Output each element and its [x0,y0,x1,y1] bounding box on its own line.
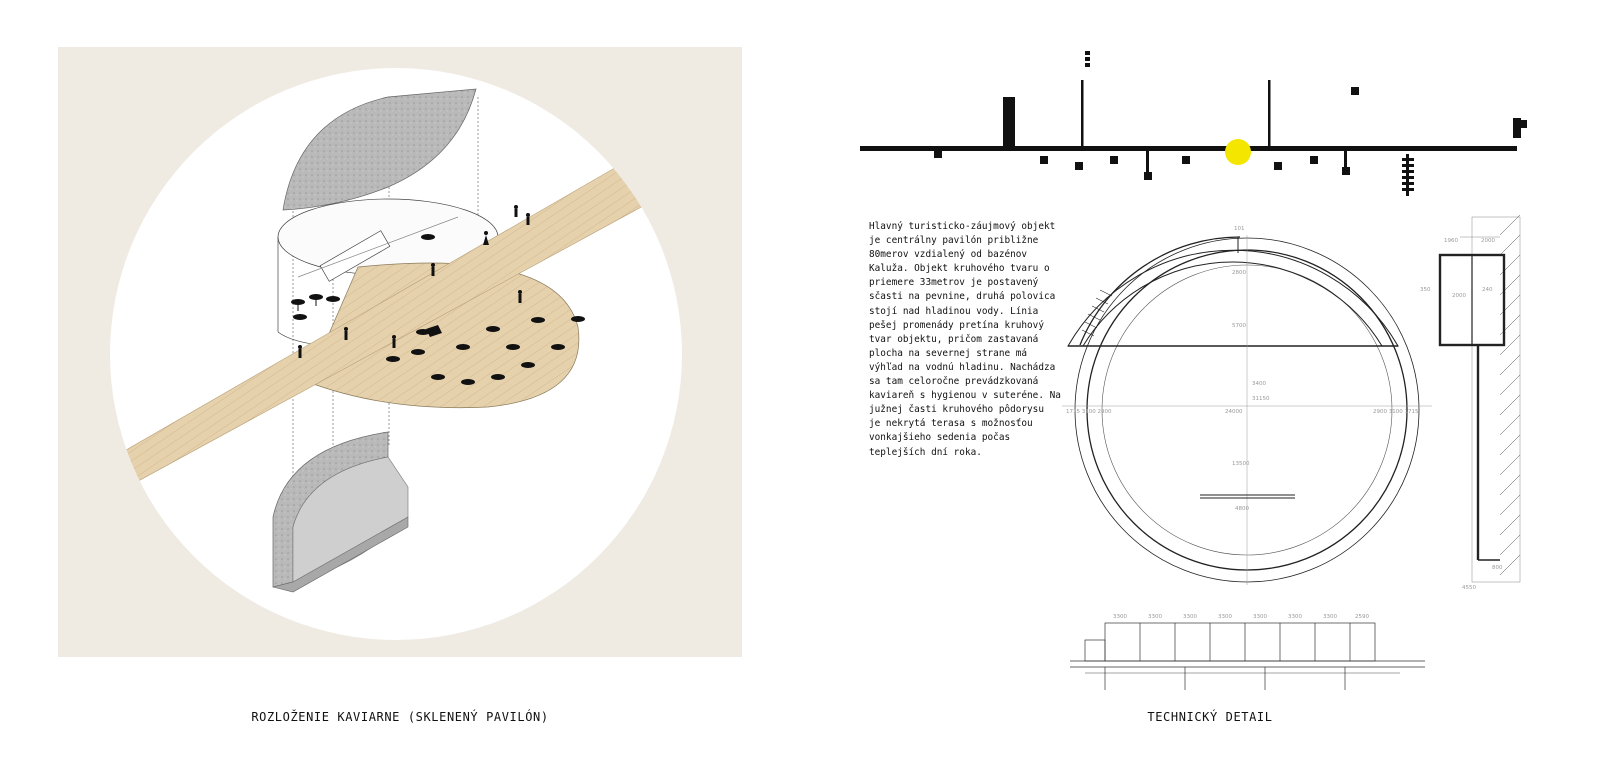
svg-text:31150: 31150 [1252,396,1270,402]
cafe-table [491,374,505,380]
svg-text:2000: 2000 [1481,238,1495,244]
svg-text:2000: 2000 [1452,293,1466,299]
svg-text:1715 3100 2900: 1715 3100 2900 [1066,409,1112,415]
svg-text:24000: 24000 [1225,409,1243,415]
svg-text:3300: 3300 [1323,614,1337,620]
person-silhouette [483,231,489,245]
wall-detail [1438,214,1521,583]
caption-layout: ROZLOŽENIE KAVIARNE (SKLENENÝ PAVILÓN) [251,710,549,724]
svg-text:5700: 5700 [1232,323,1246,329]
cafe-table [521,362,535,368]
cafe-table [411,349,425,355]
svg-text:3300: 3300 [1148,614,1162,620]
svg-text:3400: 3400 [1252,381,1266,387]
description-line: južnej časti kruhového pôdorysu [869,404,1044,416]
description-line: priemere 33metrov je postavený [869,277,1039,289]
cafe-table [571,316,585,322]
axonometric-drawing [110,68,682,640]
svg-text:101: 101 [1234,226,1245,232]
description-line: kaviareň s hygienou v suteréne. Na [869,390,1061,402]
cafe-table [431,374,445,380]
description-line: vonkajšieho sedenia počas [869,432,1011,444]
person-silhouette [392,335,396,348]
description-line: sa tam celoročne prevádzkovaná [869,376,1039,388]
technical-drawing: 3400 31150 24000 1715 3100 2900 2900 310… [860,51,1527,690]
cafe-table [456,344,470,350]
floor-plan [1062,235,1432,585]
description-line: výhľad na vodnú hladinu. Nachádza [869,361,1056,373]
description-line: plocha na severnej strane má [869,347,1028,359]
cafe-table [293,314,307,320]
person-silhouette [298,345,302,358]
person-silhouette [431,263,435,276]
person-silhouette [518,290,522,303]
axonometric-panel [58,47,742,657]
cafe-table [291,299,305,311]
cafe-tables [291,234,585,385]
people [298,205,530,358]
person-silhouette [344,327,348,340]
section-dimensions: 3300 3300 3300 3300 3300 3300 3300 2590 [1113,614,1369,620]
svg-text:800: 800 [1492,565,1503,571]
cafe-table [386,356,400,362]
cafe-table [506,344,520,350]
description-line: teplejších dní roka. [869,446,982,458]
svg-text:2900 3100 1715: 2900 3100 1715 [1373,409,1419,415]
site-plan-strip [860,51,1527,196]
staircase [1081,289,1113,337]
svg-text:350: 350 [1420,287,1431,293]
description-line: je centrálny pavilón približne [869,235,1039,247]
description-line: Hlavný turisticko-záujmový objekt [869,221,1056,232]
cafe-table [309,294,323,306]
cafe-table [421,234,435,240]
wall-dimensions: 1960 2000 2000 350 240 800 4550 [1420,238,1503,591]
glass-pavilion [277,198,499,348]
project-description: Hlavný turisticko-záujmový objekt je cen… [869,220,1061,460]
description-line: 80merov vzdialený od bazénov [869,249,1028,261]
cafe-table [551,344,565,350]
svg-text:2800: 2800 [1232,270,1246,276]
plan-dimensions: 3400 31150 24000 1715 3100 2900 2900 310… [1066,226,1419,512]
svg-text:1960: 1960 [1444,238,1458,244]
description-line: je nekrytá terasa s možnosťou [869,418,1033,430]
svg-text:4800: 4800 [1235,506,1249,512]
concrete-roof [282,88,477,211]
svg-text:3300: 3300 [1288,614,1302,620]
svg-text:240: 240 [1482,287,1493,293]
description-line: tvar objektu, pričom zastavaná [869,333,1039,345]
cafe-table [486,326,500,332]
concrete-basement [272,431,409,593]
svg-text:13500: 13500 [1232,461,1250,467]
cafe-table [461,379,475,385]
sun-marker [1225,139,1251,165]
description-line: pešej promenády pretína kruhový [869,319,1044,331]
description-line: sčasti na pevnine, druhá polovica [869,291,1056,303]
person-silhouette [514,205,518,217]
svg-text:3300: 3300 [1183,614,1197,620]
cafe-table [416,329,430,335]
hatched-marker [1402,154,1414,196]
cafe-table [326,296,340,302]
svg-text:2590: 2590 [1355,614,1369,620]
person-silhouette [526,213,530,225]
svg-text:3300: 3300 [1113,614,1127,620]
caption-technical-detail: TECHNICKÝ DETAIL [1147,710,1273,724]
description-line: stojí nad hladinou vody. Línia [869,305,1039,317]
cafe-table [531,317,545,323]
description-line: Kaluža. Objekt kruhového tvaru o [869,263,1050,275]
piano [426,325,442,337]
svg-text:3300: 3300 [1218,614,1232,620]
svg-text:4550: 4550 [1462,585,1476,591]
section-elevation [1070,622,1425,690]
svg-text:3300: 3300 [1253,614,1267,620]
